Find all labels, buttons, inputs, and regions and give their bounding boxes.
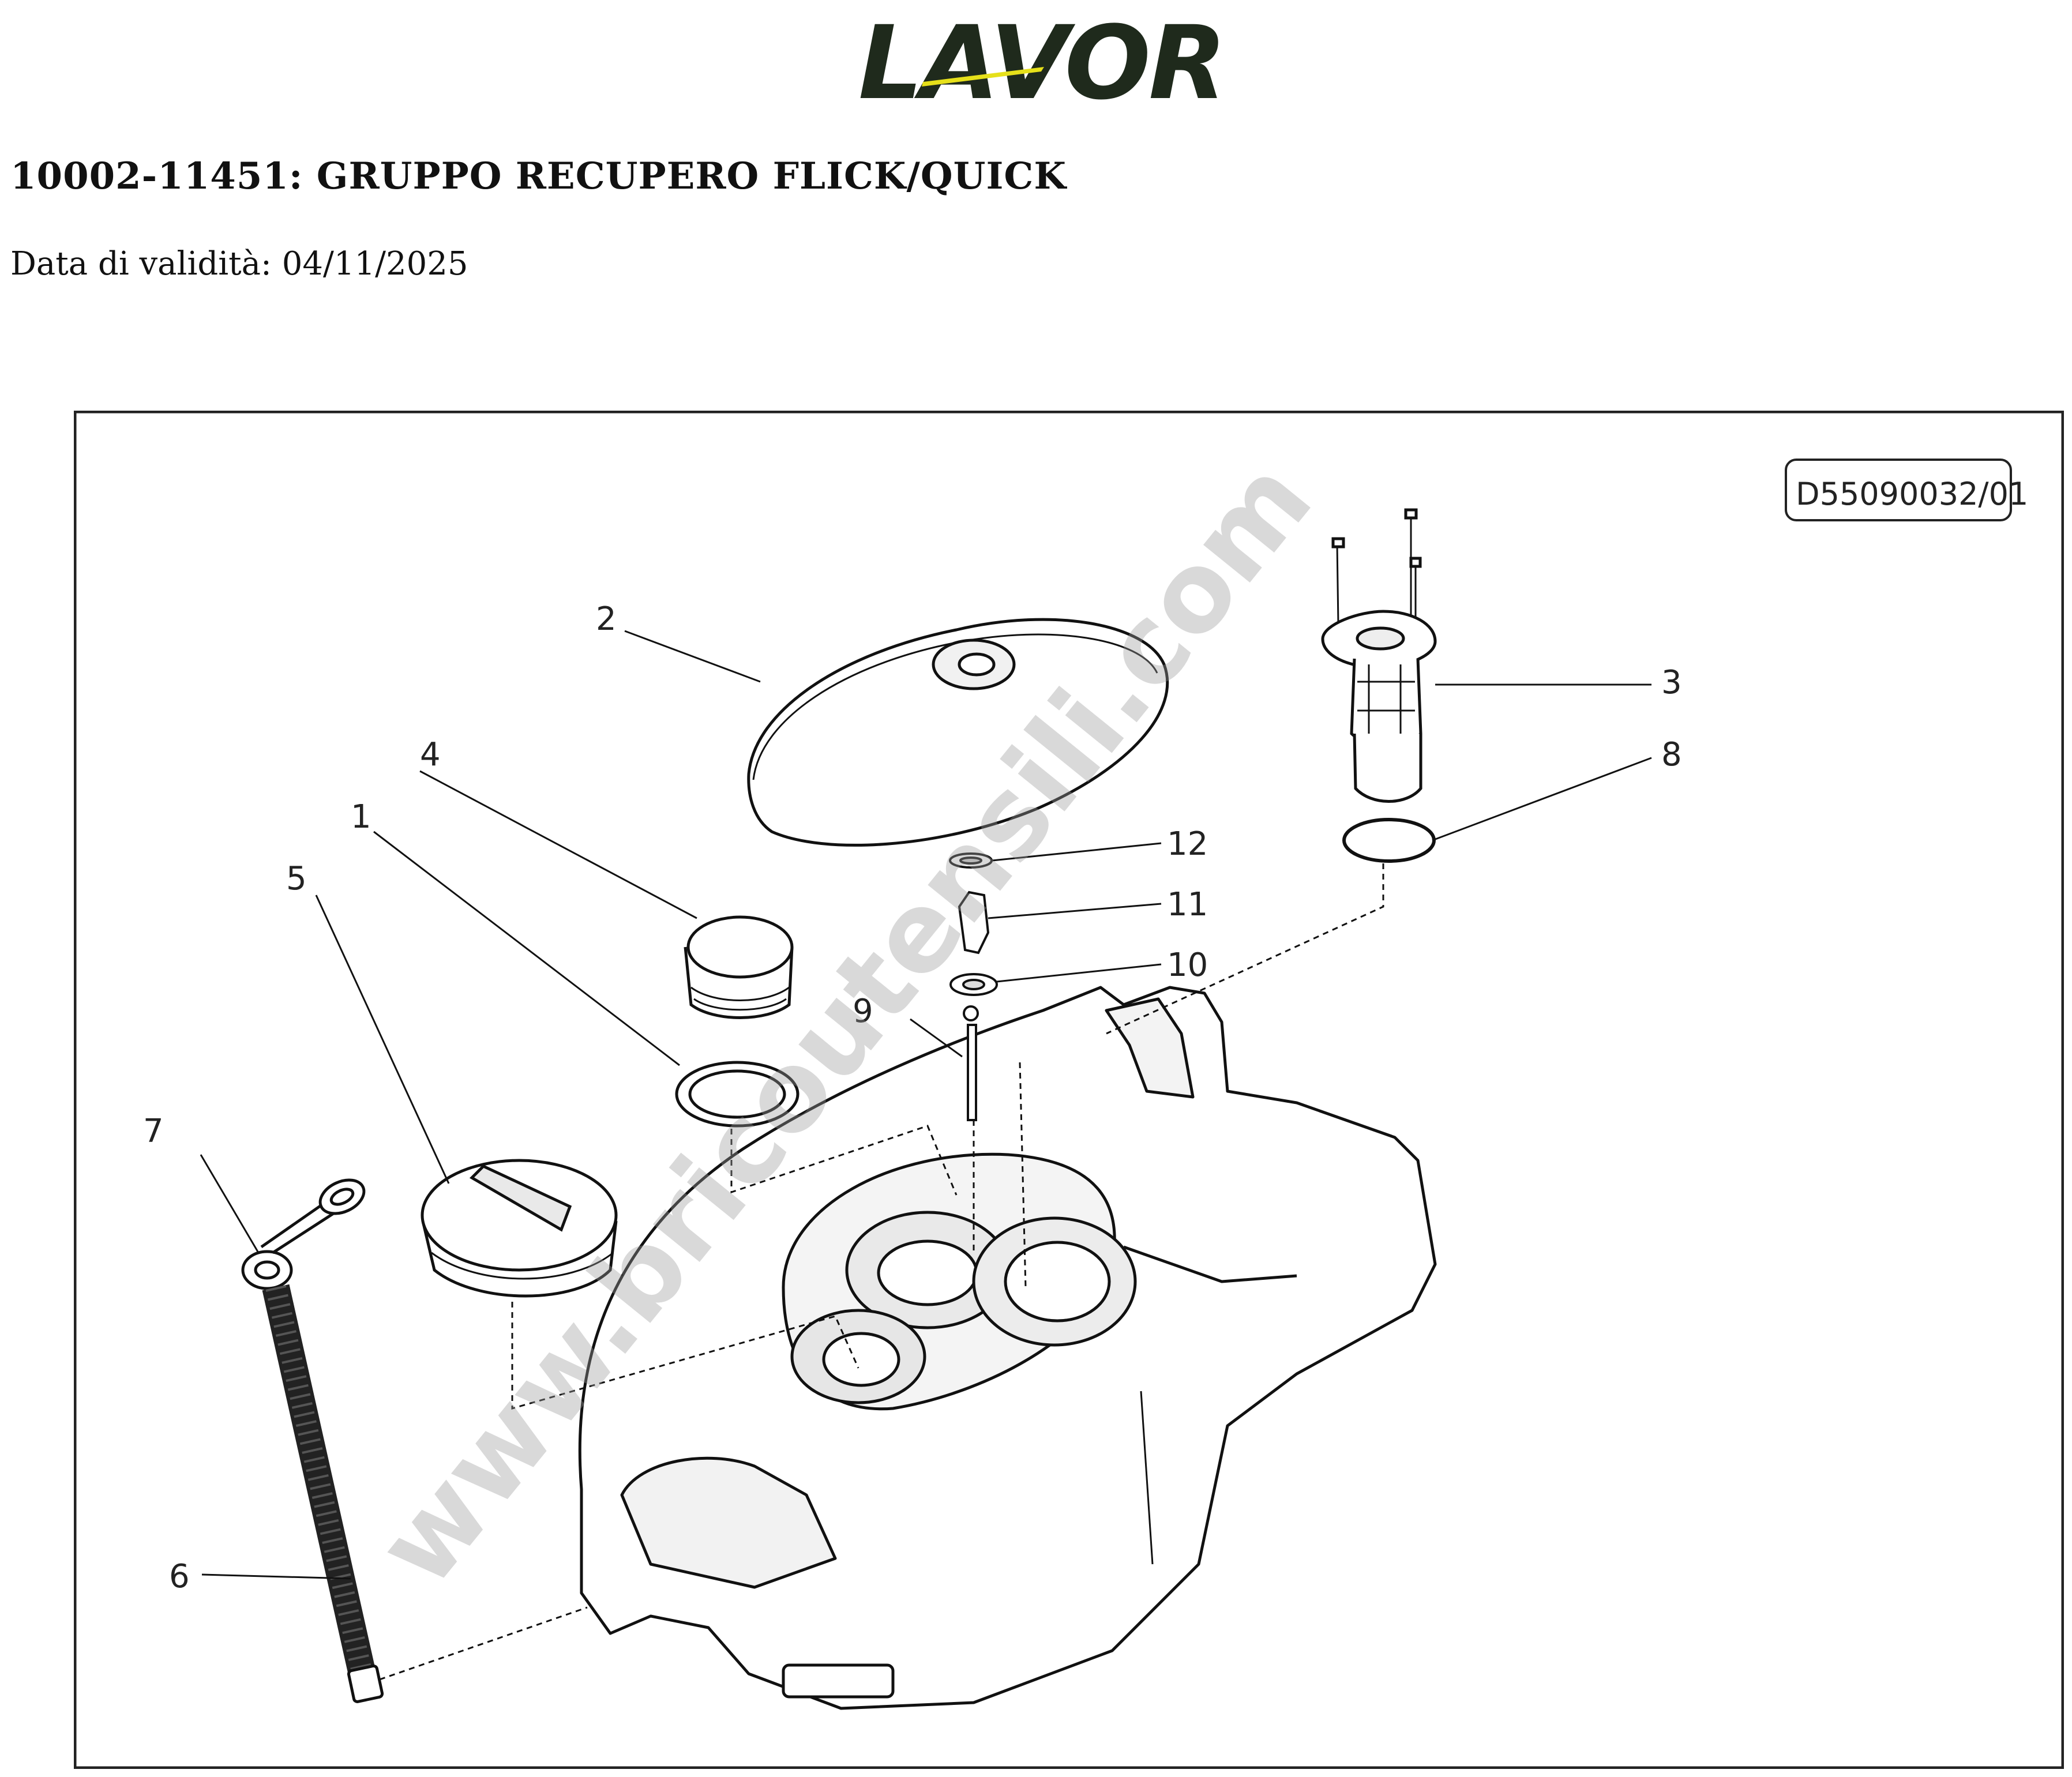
label-12: 12 xyxy=(1167,825,1208,863)
label-4: 4 xyxy=(420,736,441,773)
label-3: 3 xyxy=(1661,664,1682,701)
part-6-hose xyxy=(262,1284,384,1703)
part-4-plug xyxy=(684,915,794,1019)
label-10: 10 xyxy=(1167,946,1208,984)
part-11-stem xyxy=(958,891,990,955)
drawing-code: D55090032/01 xyxy=(1796,476,2028,512)
logo-wordmark: LAVOR xyxy=(858,12,1225,110)
part-3-float-filter xyxy=(1321,508,1437,803)
page-title: 10002-11451: GRUPPO RECUPERO FLICK/QUICK xyxy=(10,155,1067,198)
part-5-cap xyxy=(421,1159,618,1298)
brand-logo: LAVOR xyxy=(854,4,1258,122)
assembly-lines xyxy=(379,863,1384,1681)
drawing-code-box: D55090032/01 xyxy=(1785,459,2028,521)
label-2: 2 xyxy=(596,600,617,638)
label-5: 5 xyxy=(286,860,307,897)
part-9-rod xyxy=(963,1005,979,1121)
part-labels: 2 3 4 1 5 7 6 8 9 10 11 12 xyxy=(143,600,1682,1595)
validity-date: Data di validità: 04/11/2025 xyxy=(10,245,468,283)
label-8: 8 xyxy=(1661,736,1682,773)
part-7-tag xyxy=(241,1178,366,1290)
label-7: 7 xyxy=(143,1113,164,1150)
exploded-diagram: D55090032/01 xyxy=(73,410,2065,1770)
leader-lines xyxy=(200,630,1652,1580)
label-1: 1 xyxy=(351,798,371,836)
part-2-lid xyxy=(747,618,1169,847)
tank-body xyxy=(578,986,1437,1710)
label-11: 11 xyxy=(1167,886,1208,923)
label-9: 9 xyxy=(853,993,873,1030)
logo-swoosh xyxy=(922,67,1044,87)
part-10-seal xyxy=(949,973,998,996)
part-12-washer xyxy=(949,852,993,869)
label-6: 6 xyxy=(169,1558,190,1595)
part-1-gasket xyxy=(675,1061,799,1128)
